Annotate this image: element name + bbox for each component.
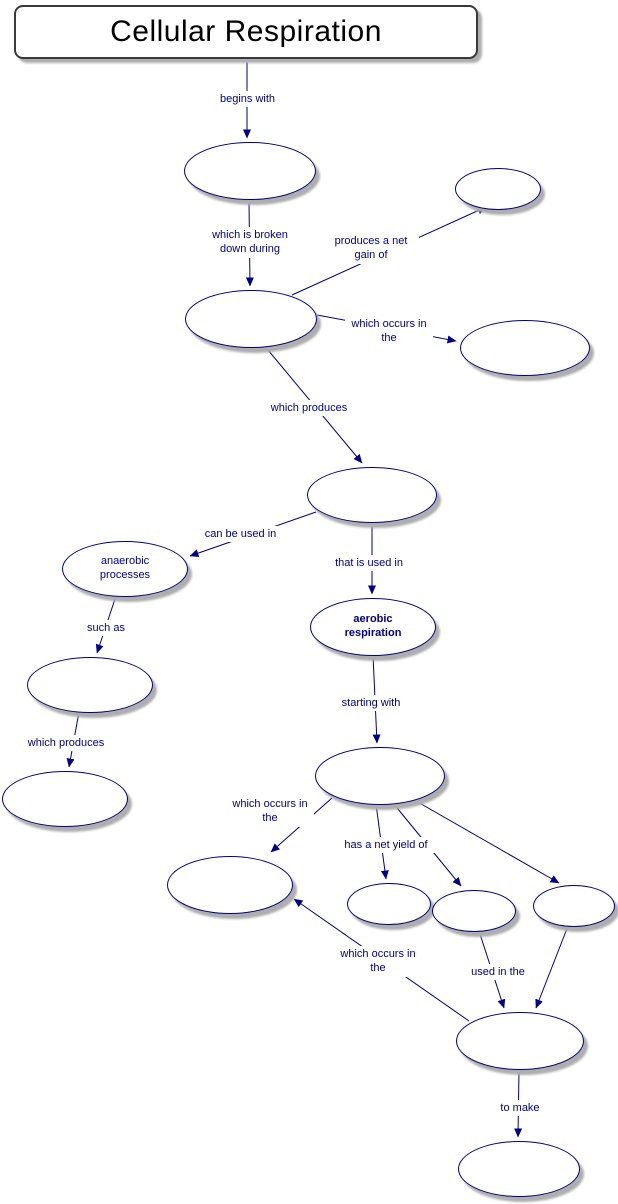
edge-label-starting-with: starting with: [335, 695, 407, 712]
edge-label-net-yield: has a net yield of: [337, 837, 435, 854]
concept-node-blank-2[interactable]: [185, 290, 317, 348]
edge-label-which-produces-1: which produces: [263, 400, 355, 417]
node-label: anaerobic processes: [99, 555, 151, 581]
concept-node-blank-4[interactable]: [460, 320, 590, 376]
concept-node-blank-12[interactable]: [533, 885, 615, 927]
concept-node-blank-10[interactable]: [347, 883, 431, 925]
edge-label-used-in-the: used in the: [466, 964, 530, 981]
concept-node-blank-9[interactable]: [167, 856, 293, 914]
node-label: aerobic respiration: [344, 613, 402, 639]
edge-label-begins-with: begins with: [200, 91, 295, 108]
edge-net-yield-c: [408, 796, 560, 884]
edge-label-occurs-in-2: which occurs in the: [226, 796, 314, 827]
concept-node-blank-1[interactable]: [184, 142, 316, 200]
edge-label-occurs-in-3: which occurs in the: [334, 946, 422, 977]
concept-node-blank-8[interactable]: [315, 747, 445, 805]
concept-node-anaerobic-processes[interactable]: anaerobic processes: [62, 541, 188, 597]
concept-node-blank-5[interactable]: [307, 467, 437, 523]
page-title: Cellular Respiration: [110, 15, 382, 48]
title-node[interactable]: Cellular Respiration: [14, 5, 478, 59]
concept-node-blank-13[interactable]: [456, 1012, 584, 1070]
edge-label-net-gain: produces a net gain of: [323, 233, 419, 264]
edge-label-can-be-used-in: can be used in: [198, 526, 283, 543]
concept-node-blank-3[interactable]: [455, 168, 541, 210]
edge-label-that-is-used-in: that is used in: [327, 555, 411, 572]
edge-label-to-make: to make: [496, 1100, 544, 1117]
edge-label-which-produces-2: which produces: [20, 735, 112, 752]
concept-node-blank-7[interactable]: [2, 771, 128, 827]
concept-node-aerobic-respiration[interactable]: aerobic respiration: [310, 598, 436, 656]
edge-used-in-the-c: [535, 925, 569, 1009]
edge-label-broken-down: which is broken down during: [198, 227, 302, 258]
concept-node-blank-6[interactable]: [27, 657, 153, 713]
concept-node-blank-14[interactable]: [458, 1141, 580, 1197]
edge-label-occurs-in-1: which occurs in the: [345, 316, 433, 347]
concept-node-blank-11[interactable]: [432, 890, 516, 932]
edge-label-such-as: such as: [81, 620, 131, 637]
